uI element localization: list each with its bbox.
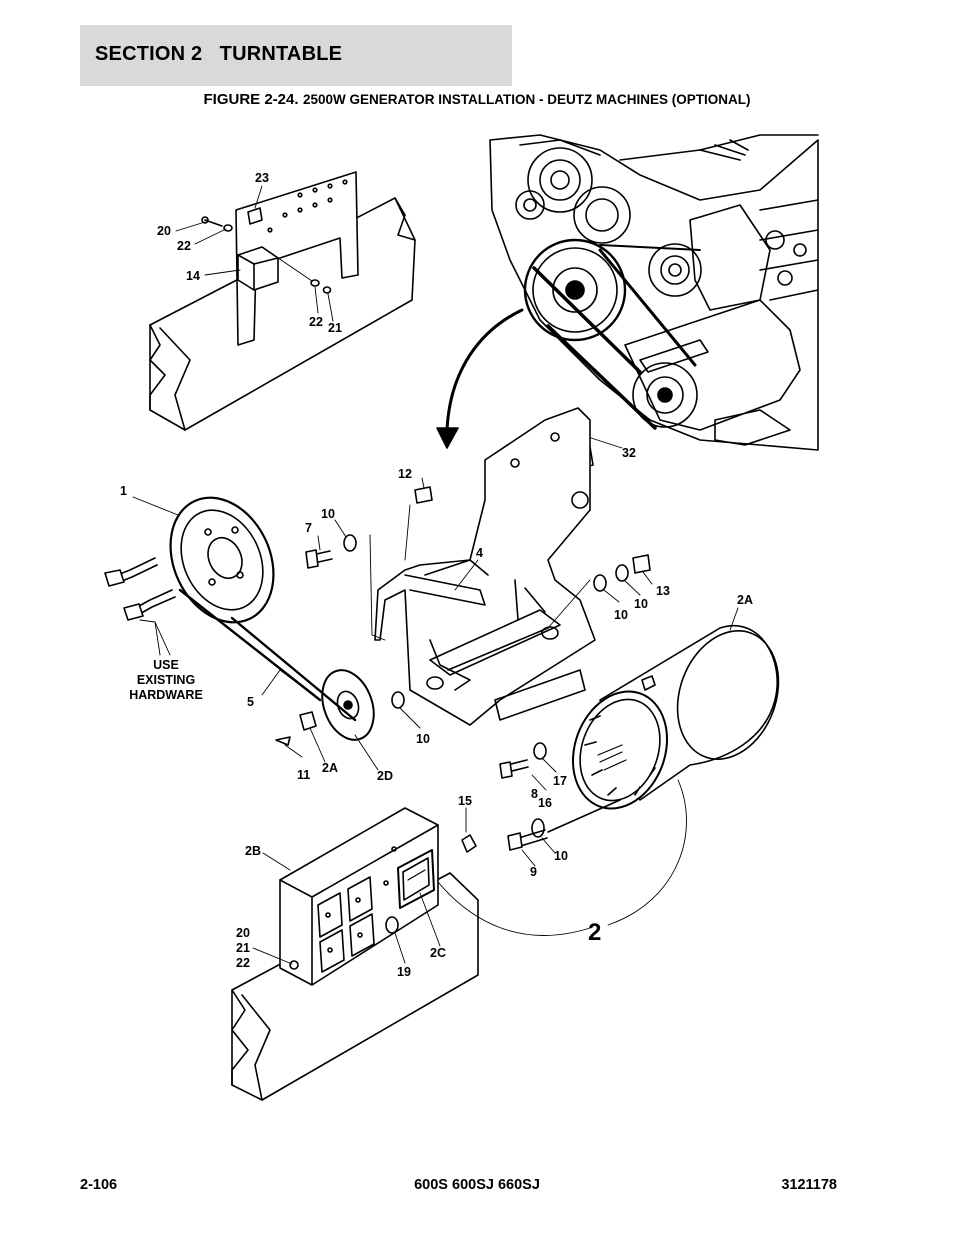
callout-15: 15 <box>458 794 472 808</box>
generator-bracket <box>374 407 596 726</box>
callout-2: 2 <box>588 919 601 946</box>
leader-lines-mid <box>132 477 653 771</box>
section-header: SECTION 2 TURNTABLE <box>80 25 512 86</box>
callout-2c: 2C <box>430 946 446 960</box>
callout-20: 20 <box>157 224 171 238</box>
outlet-box-2b <box>279 807 439 986</box>
callout-10-d: 10 <box>416 732 430 746</box>
callout-20-bottom: 20 <box>236 926 250 940</box>
model-numbers: 600S 600SJ 660SJ <box>414 1177 540 1193</box>
callout-17: 17 <box>553 774 567 788</box>
figure-number: FIGURE 2-24. <box>203 91 299 108</box>
section-title: SECTION 2 TURNTABLE <box>95 43 343 65</box>
callout-labels: 23 20 22 14 22 21 32 12 1 10 7 4 13 10 1… <box>120 171 753 979</box>
belt-and-pulleys <box>169 496 375 741</box>
callout-11: 11 <box>297 768 310 782</box>
document-number: 3121178 <box>781 1177 837 1193</box>
callout-12: 12 <box>398 467 412 481</box>
leader-lines-top <box>175 185 334 322</box>
callout-16: 16 <box>538 796 552 810</box>
callout-13: 13 <box>656 584 670 598</box>
lower-frame-rail <box>231 872 479 1101</box>
callout-21-bottom: 21 <box>236 941 250 955</box>
use-existing-line-1: USE <box>153 658 179 672</box>
generator-hardware <box>461 742 621 867</box>
callout-10-a: 10 <box>321 507 335 521</box>
use-existing-line-3: HARDWARE <box>129 688 203 702</box>
callout-32: 32 <box>622 446 636 460</box>
callout-2d: 2D <box>377 769 393 783</box>
callout-23: 23 <box>255 171 269 185</box>
callout-14: 14 <box>186 269 200 283</box>
page-number: 2-106 <box>80 1177 118 1193</box>
figure-name: 2500W GENERATOR INSTALLATION - DEUTZ MAC… <box>302 92 751 107</box>
engine-assembly <box>489 134 819 451</box>
use-existing-line-2: EXISTING <box>137 673 195 687</box>
figure-title: FIGURE 2-24. 2500W GENERATOR INSTALLATIO… <box>0 91 954 109</box>
callout-9: 9 <box>530 865 537 879</box>
small-hardware-top <box>201 216 332 294</box>
callout-4: 4 <box>476 546 483 560</box>
callout-5: 5 <box>247 695 254 709</box>
leader-lines-bottom <box>252 779 687 965</box>
callout-22: 22 <box>177 239 191 253</box>
callout-10-e: 10 <box>554 849 568 863</box>
generator-2a <box>571 607 780 810</box>
callout-21: 21 <box>328 321 342 335</box>
callout-22-bottom: 22 <box>236 956 250 970</box>
callout-19: 19 <box>397 965 411 979</box>
callout-2a-top: 2A <box>737 593 753 607</box>
mounting-plate <box>235 171 359 346</box>
callout-2a-bottom: 2A <box>322 761 338 775</box>
callout-2b: 2B <box>245 844 261 858</box>
callout-10-b: 10 <box>634 597 648 611</box>
loose-hardware-mid <box>104 486 651 746</box>
callout-22-lower: 22 <box>309 315 323 329</box>
direction-arrow <box>436 308 524 449</box>
callout-1: 1 <box>120 484 127 498</box>
callout-8: 8 <box>531 787 538 801</box>
callout-7: 7 <box>305 521 312 535</box>
callout-10-c: 10 <box>614 608 628 622</box>
